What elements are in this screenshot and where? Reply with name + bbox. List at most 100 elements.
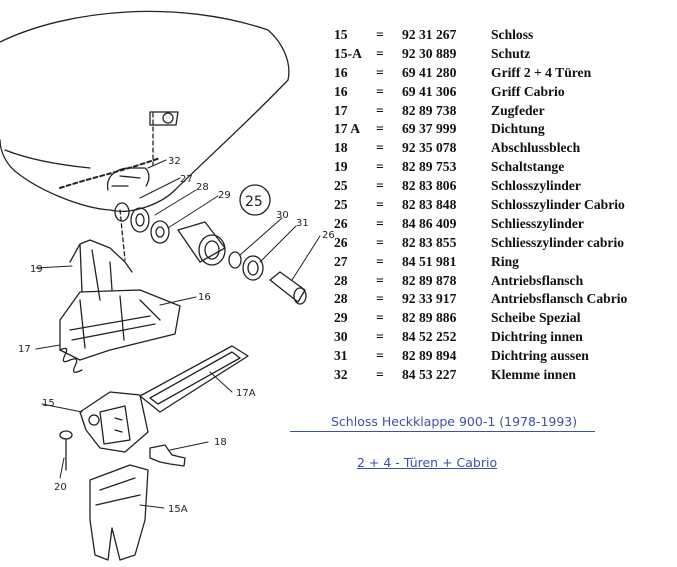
- equals-sign: =: [376, 64, 384, 80]
- part-description: Griff Cabrio: [491, 83, 565, 99]
- tailgate-dashed-edge: [59, 157, 161, 189]
- part-description: Schutz: [491, 45, 531, 61]
- part-order-number: 82 83 848: [402, 197, 457, 213]
- equals-sign: =: [376, 253, 384, 269]
- part-number-ref: 17: [334, 102, 348, 118]
- leader-lines: [35, 159, 321, 509]
- parts-row: 28 = 92 33 917 Antriebsflansch Cabrio: [334, 290, 674, 309]
- part-description: Griff 2 + 4 Türen: [491, 64, 592, 80]
- part-description: Schloss: [491, 27, 534, 42]
- part-number-ref: 28: [334, 291, 348, 307]
- part-15-lock-hole: [88, 414, 100, 426]
- part-26-key-cylinder: [269, 271, 306, 303]
- part-15-lock-detail: [99, 405, 131, 445]
- equals-sign: =: [376, 27, 384, 42]
- part-order-number: 92 30 889: [402, 45, 457, 61]
- part-17a-gasket: [139, 345, 249, 413]
- part-number-ref: 30: [334, 329, 348, 345]
- callout-31: 31: [296, 218, 309, 229]
- part-number-ref: 31: [334, 348, 348, 364]
- part-number-ref: 15: [334, 27, 348, 42]
- part-number-ref: 28: [334, 272, 348, 288]
- equals-sign: =: [376, 178, 384, 194]
- equals-sign: =: [376, 45, 384, 61]
- part-26-key-cylinder-end: [293, 287, 307, 305]
- part-description: Dichtung: [491, 121, 545, 137]
- part-order-number: 92 35 078: [402, 140, 457, 156]
- part-description: Antriebsflansch Cabrio: [491, 291, 628, 307]
- callout-15: 15: [42, 398, 55, 409]
- part-number-ref: 29: [334, 310, 348, 326]
- parts-row: 15 = 92 31 267 Schloss: [334, 26, 674, 45]
- callout-20: 20: [54, 482, 67, 493]
- part-17-spring: [59, 347, 83, 373]
- callout-15a: 15A: [168, 504, 188, 515]
- part-number-ref: 19: [334, 159, 348, 175]
- part-description: Zugfeder: [491, 102, 545, 118]
- part-description: Schlosszylinder: [491, 178, 581, 194]
- part-number-ref: 16: [334, 64, 348, 80]
- parts-row: 16 = 69 41 280 Griff 2 + 4 Türen: [334, 64, 674, 83]
- callout-27: 27: [180, 174, 193, 185]
- part-order-number: 69 41 280: [402, 64, 457, 80]
- tailgate-key-hole: [162, 112, 174, 124]
- part-27-ring: [114, 202, 130, 222]
- part-25-cylinder-core: [204, 240, 220, 260]
- part-order-number: 82 89 894: [402, 348, 457, 364]
- equals-sign: =: [376, 159, 384, 175]
- part-number-ref: 25: [334, 197, 348, 213]
- part-order-number: 84 53 227: [402, 367, 457, 383]
- part-number-ref: 27: [334, 253, 348, 269]
- parts-row: 25 = 82 83 806 Schlosszylinder: [334, 177, 674, 196]
- part-description: Abschlussblech: [491, 140, 581, 156]
- part-order-number: 82 89 878: [402, 272, 457, 288]
- callout-32: 32: [168, 156, 181, 167]
- tailgate-lock-bezel: [149, 111, 179, 126]
- equals-sign: =: [376, 102, 384, 118]
- caption-title: Schloss Heckklappe 900-1 (1978-1993): [331, 414, 578, 429]
- part-order-number: 82 83 855: [402, 234, 457, 250]
- part-order-number: 82 83 806: [402, 178, 457, 194]
- part-description: Schliesszylinder cabrio: [491, 234, 625, 250]
- equals-sign: =: [376, 348, 384, 364]
- part-order-number: 84 86 409: [402, 215, 457, 231]
- caption-subtitle: 2 + 4 - Türen + Cabrio: [357, 455, 498, 470]
- part-description: Dichtring innen: [491, 329, 583, 345]
- caption-underline: [290, 431, 595, 432]
- callout-29: 29: [218, 190, 231, 201]
- part-number-ref: 25: [334, 178, 348, 194]
- equals-sign: =: [376, 83, 384, 99]
- part-order-number: 82 89 738: [402, 102, 457, 118]
- tailgate-edge-line: [4, 149, 91, 169]
- callout-25: 25: [245, 194, 263, 210]
- callout-18: 18: [214, 437, 227, 448]
- part-number-ref: 18: [334, 140, 348, 156]
- part-31-seal: [242, 255, 264, 281]
- equals-sign: =: [376, 310, 384, 326]
- part-order-number: 92 31 267: [402, 27, 457, 42]
- part-18-bolt: [149, 444, 186, 467]
- part-19-shift-rod: [69, 239, 133, 301]
- alignment-line-diagonal: [119, 209, 126, 261]
- equals-sign: =: [376, 291, 384, 307]
- part-order-number: 92 33 917: [402, 291, 457, 307]
- part-16-handle-detail: [69, 295, 161, 349]
- part-order-number: 84 52 252: [402, 329, 457, 345]
- callout-16: 16: [198, 292, 211, 303]
- part-number-ref: 32: [334, 367, 348, 383]
- part-order-number: 82 89 886: [402, 310, 457, 326]
- part-order-number: 82 89 753: [402, 159, 457, 175]
